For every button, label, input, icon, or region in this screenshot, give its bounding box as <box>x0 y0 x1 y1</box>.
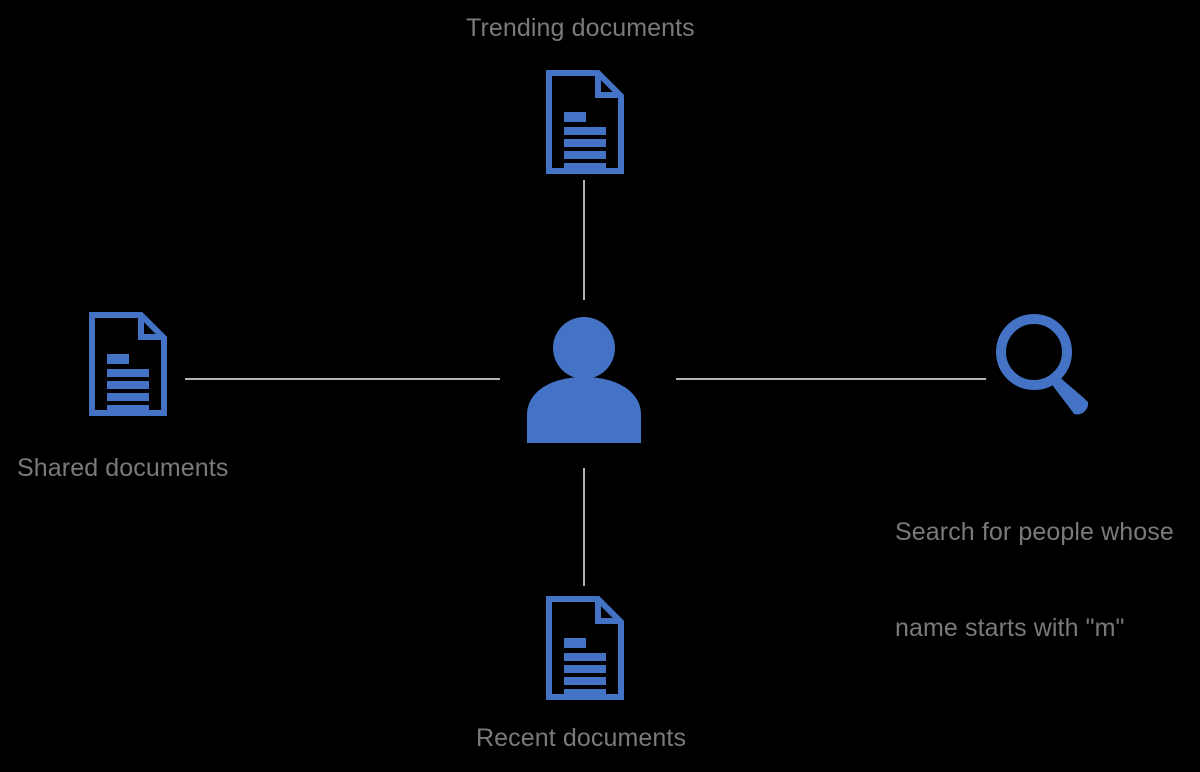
node-label-search-line1: Search for people whose <box>895 518 1174 546</box>
node-label-search: Search for people whose name starts with… <box>895 452 1174 708</box>
connector-line-top <box>583 180 585 300</box>
node-label-trending: Trending documents <box>466 14 695 42</box>
search-icon[interactable] <box>992 310 1098 415</box>
document-icon[interactable] <box>546 70 624 174</box>
node-label-shared: Shared documents <box>17 454 229 482</box>
person-icon[interactable] <box>519 315 649 443</box>
connector-line-left <box>185 378 500 380</box>
document-icon[interactable] <box>546 596 624 700</box>
connector-line-bottom <box>583 468 585 586</box>
document-icon[interactable] <box>89 312 167 416</box>
connector-line-right <box>676 378 986 380</box>
node-label-search-line2: name starts with "m" <box>895 614 1125 642</box>
node-label-recent: Recent documents <box>476 724 687 752</box>
